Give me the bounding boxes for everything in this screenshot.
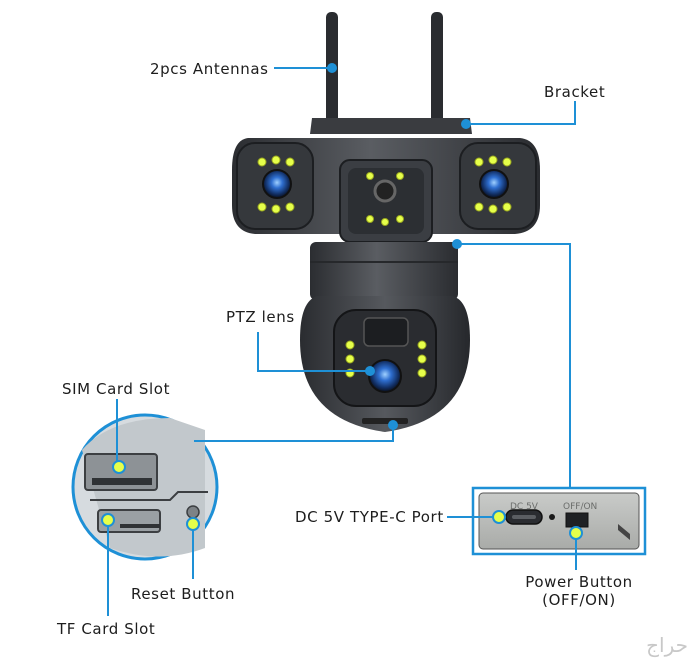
panel-dc-text: DC 5V [510,502,539,512]
label-power-button-line2: (OFF/ON) [542,591,616,609]
label-ptz-lens: PTZ lens [226,308,295,326]
power-panel: DC 5V OFF/ON [471,486,647,556]
label-power-button-line1: Power Button [525,573,633,591]
label-bracket: Bracket [544,83,606,101]
left-lens [262,169,292,199]
led-array-ptz [345,340,427,378]
label-tf-card-slot: TF Card Slot [57,620,156,638]
label-dc-port: DC 5V TYPE-C Port [295,508,444,526]
callout-lines [107,63,577,616]
right-lens [479,169,509,199]
label-reset-button: Reset Button [131,585,236,603]
panel-offon-text: OFF/ON [563,502,597,512]
camera-neck [310,242,458,300]
label-power-button: Power Button (OFF/ON) [518,573,640,609]
bracket-shape [310,118,472,134]
led-array-top [257,155,512,226]
reset-hole-graphic [186,505,200,519]
label-antennas: 2pcs Antennas [150,60,269,78]
ptz-face [333,309,437,407]
label-sim-card-slot: SIM Card Slot [62,380,171,398]
antennas [326,12,443,130]
power-switch-graphic [565,512,589,528]
antenna-right [431,12,443,130]
ptz-sensor-window [363,317,409,347]
center-lens [373,179,397,203]
ptz-lens-glass [368,359,402,393]
watermark-logo: حراج [646,633,688,657]
slot-zoom-view [71,413,219,561]
